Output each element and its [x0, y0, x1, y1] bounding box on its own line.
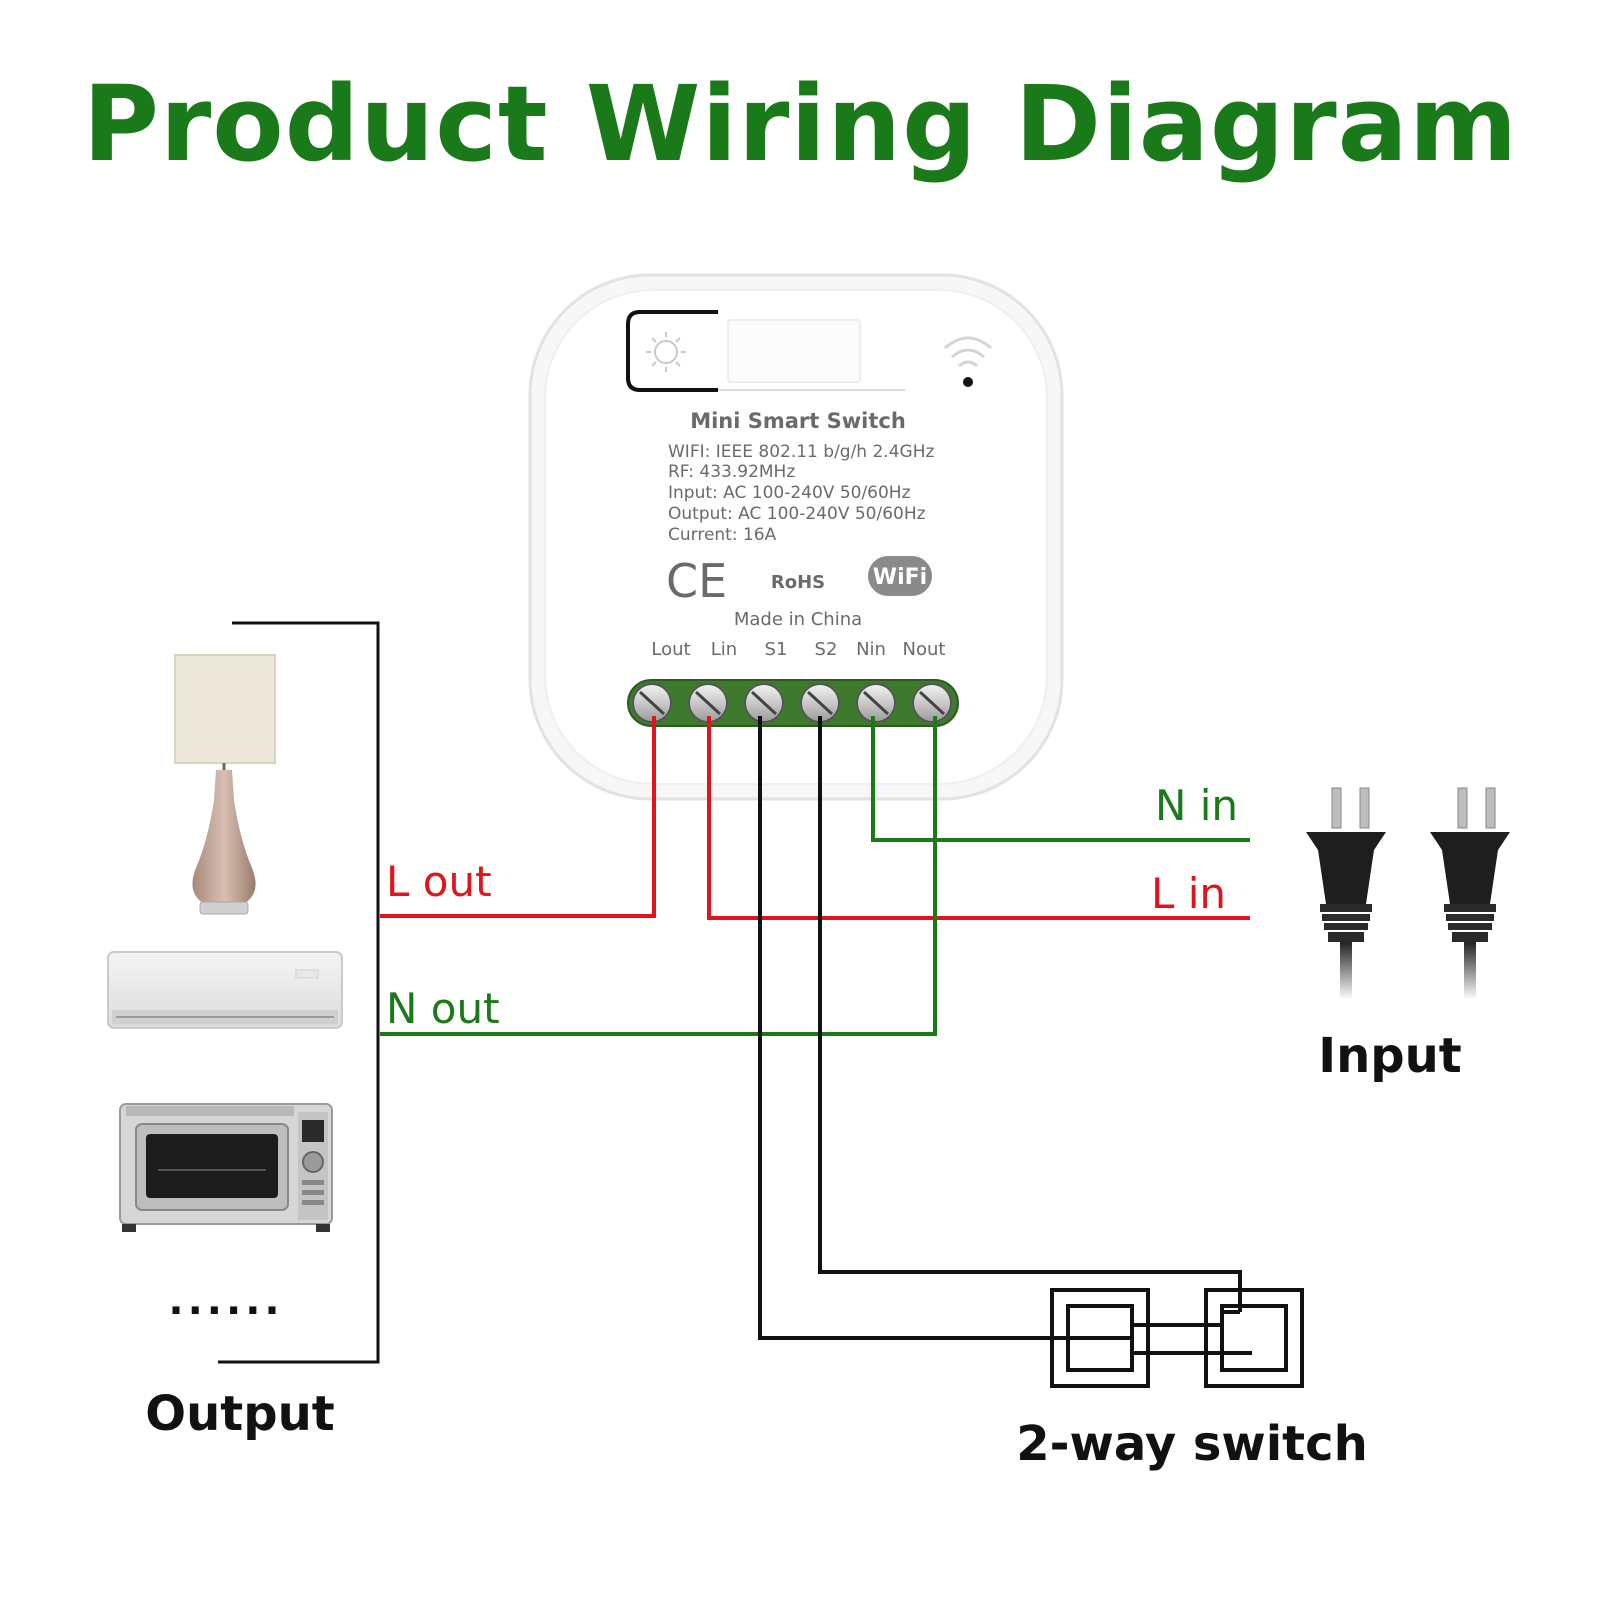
table-lamp-icon: [174, 654, 276, 915]
terminal-label-nout: Nout: [903, 639, 946, 660]
wire-n-out: [380, 716, 937, 1036]
output-bracket: [218, 621, 380, 1364]
label-input: Input: [1318, 1028, 1462, 1084]
terminal-label-lout: Lout: [651, 639, 690, 660]
terminal-label-s1: S1: [765, 639, 788, 660]
toaster-oven-icon: [119, 1103, 333, 1232]
device-name: Mini Smart Switch: [690, 409, 906, 433]
power-plug-icon: [1306, 787, 1386, 1000]
screw-s1: [744, 683, 784, 723]
ce-mark: CE: [666, 554, 727, 608]
wire-s1: [758, 716, 1070, 1340]
power-plug-icon: [1430, 787, 1510, 1000]
wifi-logo: WiFi: [868, 556, 932, 596]
origin-text: Made in China: [734, 609, 862, 630]
screw-nin: [856, 683, 896, 723]
two-way-switch: [1050, 1288, 1304, 1388]
terminal-label-nin: Nin: [856, 639, 886, 660]
status-led: [963, 377, 973, 387]
label-output: Output: [145, 1386, 334, 1442]
screw-lin: [688, 683, 728, 723]
terminal-label-s2: S2: [815, 639, 838, 660]
wifi-signal-icon: [944, 336, 992, 368]
screw-s2: [800, 683, 840, 723]
rohs-mark: RoHS: [771, 572, 825, 593]
wire-l-out: [380, 716, 656, 918]
page-title: Product Wiring Diagram: [82, 63, 1519, 185]
terminal-labels: Lout Lin S1 S2 Nin Nout: [651, 639, 945, 660]
mini-smart-switch-device: Mini Smart Switch WIFI: IEEE 802.11 b/g/…: [528, 273, 1064, 801]
status-window: [727, 319, 861, 383]
wire-n-in: [871, 716, 1250, 842]
label-l-out: L out: [386, 857, 492, 906]
more-devices-ellipsis: ......: [168, 1278, 283, 1324]
spec-line: RF: 433.92MHz: [668, 462, 795, 482]
wire-l-in: [707, 716, 1250, 920]
spec-line: Input: AC 100-240V 50/60Hz: [668, 483, 911, 503]
svg-text:WiFi: WiFi: [873, 565, 927, 590]
label-l-in: L in: [1151, 869, 1226, 918]
terminal-label-lin: Lin: [711, 639, 737, 660]
spec-line: WIFI: IEEE 802.11 b/g/h 2.4GHz: [668, 442, 934, 462]
label-two-way-switch: 2-way switch: [1016, 1416, 1368, 1472]
button-frame: [626, 310, 718, 392]
terminal-block: [627, 679, 959, 727]
air-conditioner-icon: [107, 951, 343, 1029]
spec-line: Current: 16A: [668, 525, 777, 545]
spec-line: Output: AC 100-240V 50/60Hz: [668, 504, 926, 524]
label-n-in: N in: [1155, 781, 1238, 830]
label-n-out: N out: [386, 984, 500, 1033]
screw-nout: [912, 683, 952, 723]
light-bulb-icon: [646, 332, 686, 372]
